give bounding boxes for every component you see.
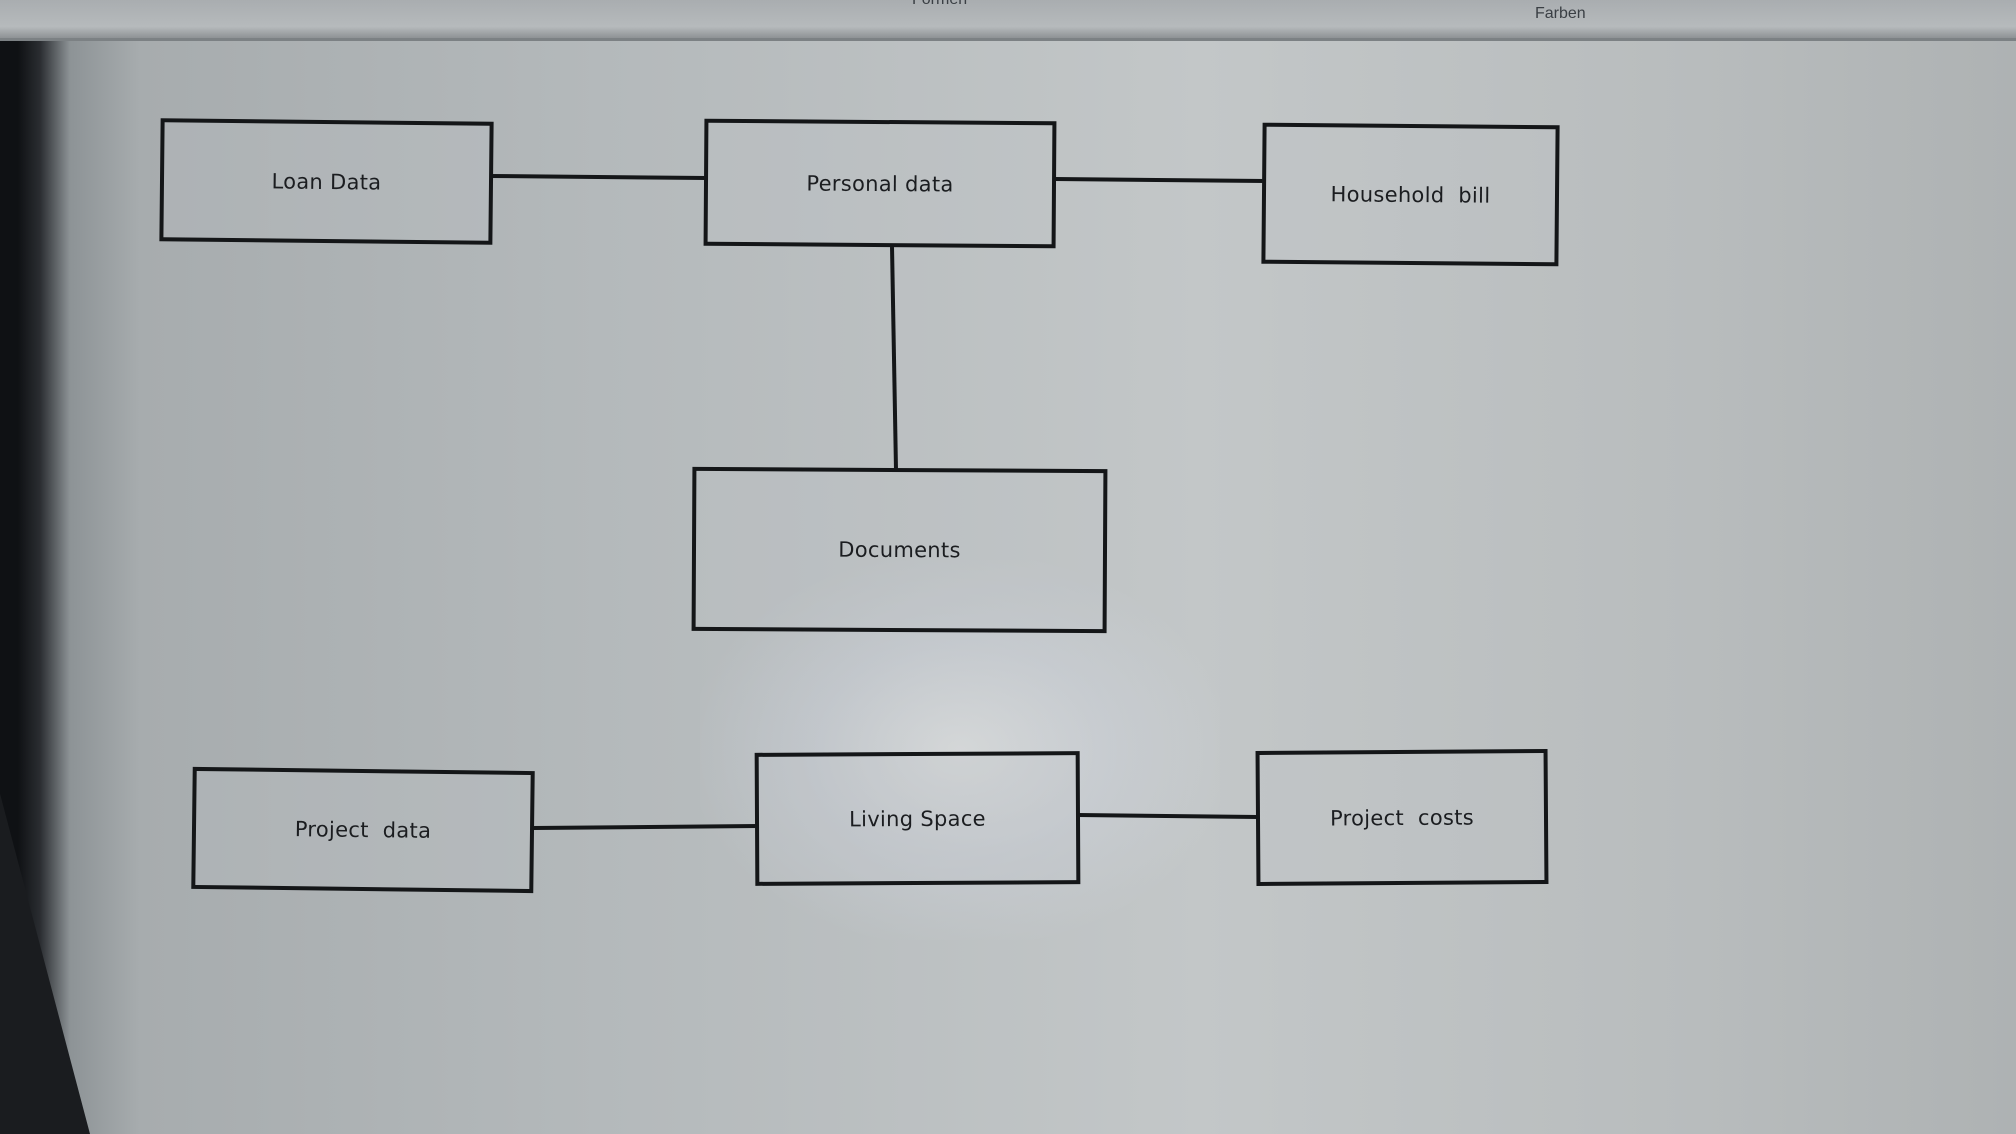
node-label: Project data (294, 817, 432, 843)
ribbon-group-shapes[interactable]: Formen (912, 0, 967, 9)
ribbon-toolbar: Formen Farben (0, 0, 2016, 41)
edge-living-projectcosts (1077, 813, 1259, 819)
node-project-costs[interactable]: Project costs (1255, 748, 1549, 887)
node-label: Household bill (1330, 181, 1491, 208)
node-household-bill[interactable]: Household bill (1261, 122, 1560, 267)
edge-personal-household (1054, 177, 1266, 183)
node-label: Loan Data (271, 168, 382, 195)
node-living-space[interactable]: Living Space (754, 751, 1081, 886)
edge-personal-documents (890, 245, 898, 471)
node-label: Project costs (1329, 804, 1475, 831)
node-loan-data[interactable]: Loan Data (159, 118, 494, 245)
node-label: Living Space (849, 806, 986, 831)
node-personal-data[interactable]: Personal data (703, 118, 1057, 249)
ribbon-group-colors[interactable]: Farben (1535, 5, 1586, 22)
node-label: Documents (838, 537, 961, 563)
node-project-data[interactable]: Project data (191, 766, 535, 894)
node-label: Personal data (806, 170, 954, 197)
edge-projectdata-living (533, 824, 759, 830)
node-documents[interactable]: Documents (691, 466, 1108, 634)
edge-loan-personal (490, 174, 707, 180)
